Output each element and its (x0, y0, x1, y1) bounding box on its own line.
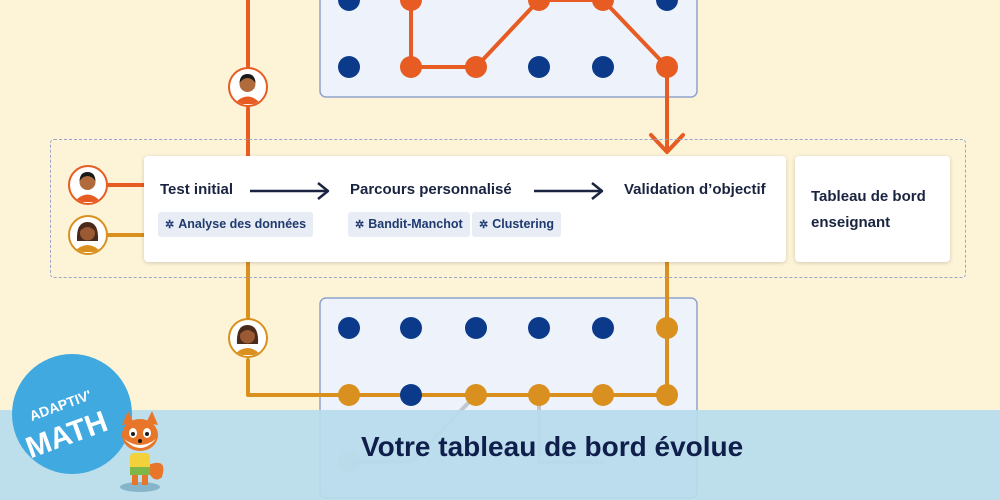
red-student-line (106, 0, 250, 187)
gear-icon: ✲ (165, 219, 175, 231)
orange-student-line (106, 233, 351, 397)
top-path-panel (319, 0, 698, 98)
dashboard-card: Tableau de bord enseignant (795, 156, 950, 262)
bottom-learning-path (349, 238, 669, 397)
student-boy-avatar (228, 67, 268, 107)
tag-label: Bandit-Manchot (368, 217, 463, 231)
step-validation-objectif: Validation d’objectif (624, 181, 766, 198)
path-node (400, 317, 422, 339)
path-node (592, 56, 614, 78)
path-node (528, 317, 550, 339)
path-node (400, 56, 422, 78)
path-node (528, 56, 550, 78)
tag-clustering: ✲Clustering (472, 212, 562, 237)
path-node (400, 384, 422, 406)
path-node (656, 56, 678, 78)
path-node (528, 0, 550, 11)
path-node (592, 0, 614, 11)
validation-arrow-down (649, 133, 685, 154)
path-node (656, 317, 678, 339)
path-node (528, 384, 550, 406)
path-node (592, 317, 614, 339)
path-node (592, 384, 614, 406)
pipeline-card: Test initial Parcours personnalisé Valid… (144, 156, 786, 262)
bottom-banner (0, 410, 1000, 500)
student-boy-avatar (68, 165, 108, 205)
step-test-initial: Test initial (160, 181, 234, 198)
path-node (338, 0, 360, 11)
fox-mascot (120, 411, 164, 492)
path-node (465, 317, 487, 339)
adaptiv-math-logo: ADAPTIV' MATH (12, 354, 132, 474)
arrow-right-icon (534, 182, 604, 200)
student-girl-avatar (68, 215, 108, 255)
path-node (465, 384, 487, 406)
arrow-right-icon (250, 182, 330, 200)
banner-title: Votre tableau de bord évolue (361, 431, 744, 462)
dashboard-card-title: Tableau de bord enseignant (811, 188, 926, 231)
path-node (338, 317, 360, 339)
tag-bandit-manchot: ✲Bandit-Manchot (348, 212, 470, 237)
tag-analyse-donnees: ✲Analyse des données (158, 212, 314, 237)
tag-label: Analyse des données (178, 217, 307, 231)
student-girl-avatar (228, 318, 268, 358)
tag-label: Clustering (492, 217, 555, 231)
path-node (656, 384, 678, 406)
path-node (400, 0, 422, 11)
path-node (338, 384, 360, 406)
pipeline-frame (50, 139, 966, 278)
step-parcours-personnalise: Parcours personnalisé (350, 181, 512, 198)
gear-icon: ✲ (479, 219, 489, 231)
path-node (338, 56, 360, 78)
top-path-nodes (338, 0, 678, 78)
gear-icon: ✲ (355, 219, 365, 231)
path-node (465, 56, 487, 78)
path-node (656, 0, 678, 11)
